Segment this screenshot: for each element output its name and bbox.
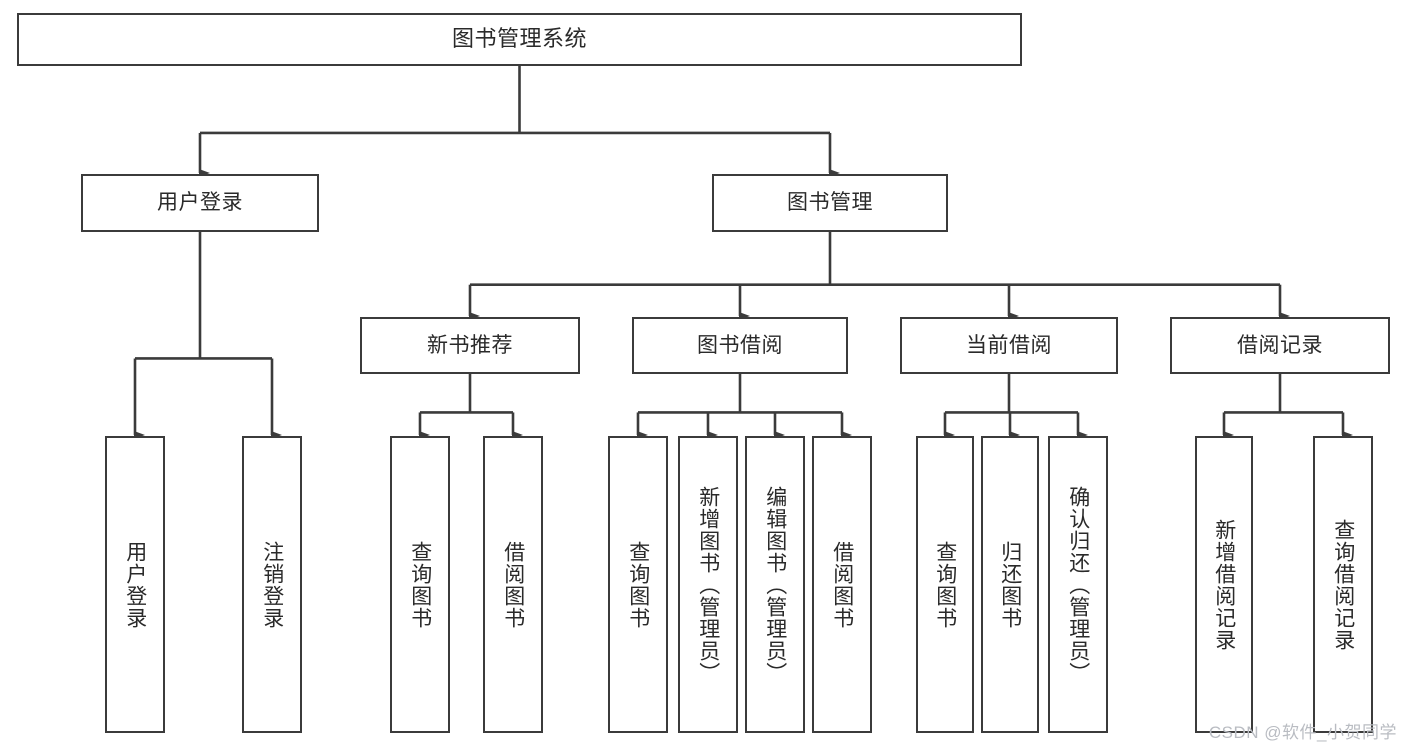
leaf-query-book-3[interactable]: 查询图书: [916, 436, 974, 733]
leaf-logout[interactable]: 注销登录: [242, 436, 302, 733]
leaf-confirm-return[interactable]: 确认归还（管理员）: [1048, 436, 1108, 733]
node-book-management[interactable]: 图书管理: [712, 174, 948, 232]
node-label: 查询借阅记录: [1331, 518, 1355, 651]
node-root[interactable]: 图书管理系统: [17, 13, 1022, 66]
leaf-query-borrow-record[interactable]: 查询借阅记录: [1313, 436, 1373, 733]
node-label: 查询图书: [626, 540, 650, 629]
node-user-login[interactable]: 用户登录: [81, 174, 319, 232]
node-label: 新增图书（管理员）: [696, 485, 720, 684]
node-label: 新增借阅记录: [1212, 518, 1236, 651]
node-label: 注销登录: [260, 540, 284, 629]
leaf-query-book-2[interactable]: 查询图书: [608, 436, 668, 733]
node-label: 用户登录: [157, 191, 243, 215]
node-label: 借阅图书: [830, 540, 854, 629]
node-label: 借阅图书: [501, 540, 525, 629]
node-current-borrow[interactable]: 当前借阅: [900, 317, 1118, 374]
node-label: 图书管理系统: [451, 26, 587, 52]
leaf-return-book[interactable]: 归还图书: [981, 436, 1039, 733]
leaf-add-book[interactable]: 新增图书（管理员）: [678, 436, 738, 733]
node-label: 归还图书: [998, 540, 1022, 629]
node-label: 当前借阅: [966, 333, 1052, 357]
leaf-edit-book[interactable]: 编辑图书（管理员）: [745, 436, 805, 733]
node-label: 查询图书: [933, 540, 957, 629]
node-label: 用户登录: [123, 540, 147, 629]
node-label: 新书推荐: [427, 333, 513, 357]
node-borrow-record[interactable]: 借阅记录: [1170, 317, 1390, 374]
node-label: 图书管理: [787, 191, 873, 215]
node-label: 借阅记录: [1237, 333, 1323, 357]
node-new-book-recommend[interactable]: 新书推荐: [360, 317, 580, 374]
node-book-borrow[interactable]: 图书借阅: [632, 317, 848, 374]
leaf-borrow-book-2[interactable]: 借阅图书: [812, 436, 872, 733]
node-label: 查询图书: [408, 540, 432, 629]
leaf-query-book-1[interactable]: 查询图书: [390, 436, 450, 733]
leaf-add-borrow-record[interactable]: 新增借阅记录: [1195, 436, 1253, 733]
leaf-user-login[interactable]: 用户登录: [105, 436, 165, 733]
node-label: 图书借阅: [697, 333, 783, 357]
leaf-borrow-book-1[interactable]: 借阅图书: [483, 436, 543, 733]
node-label: 确认归还（管理员）: [1066, 485, 1090, 684]
node-label: 编辑图书（管理员）: [763, 485, 787, 684]
